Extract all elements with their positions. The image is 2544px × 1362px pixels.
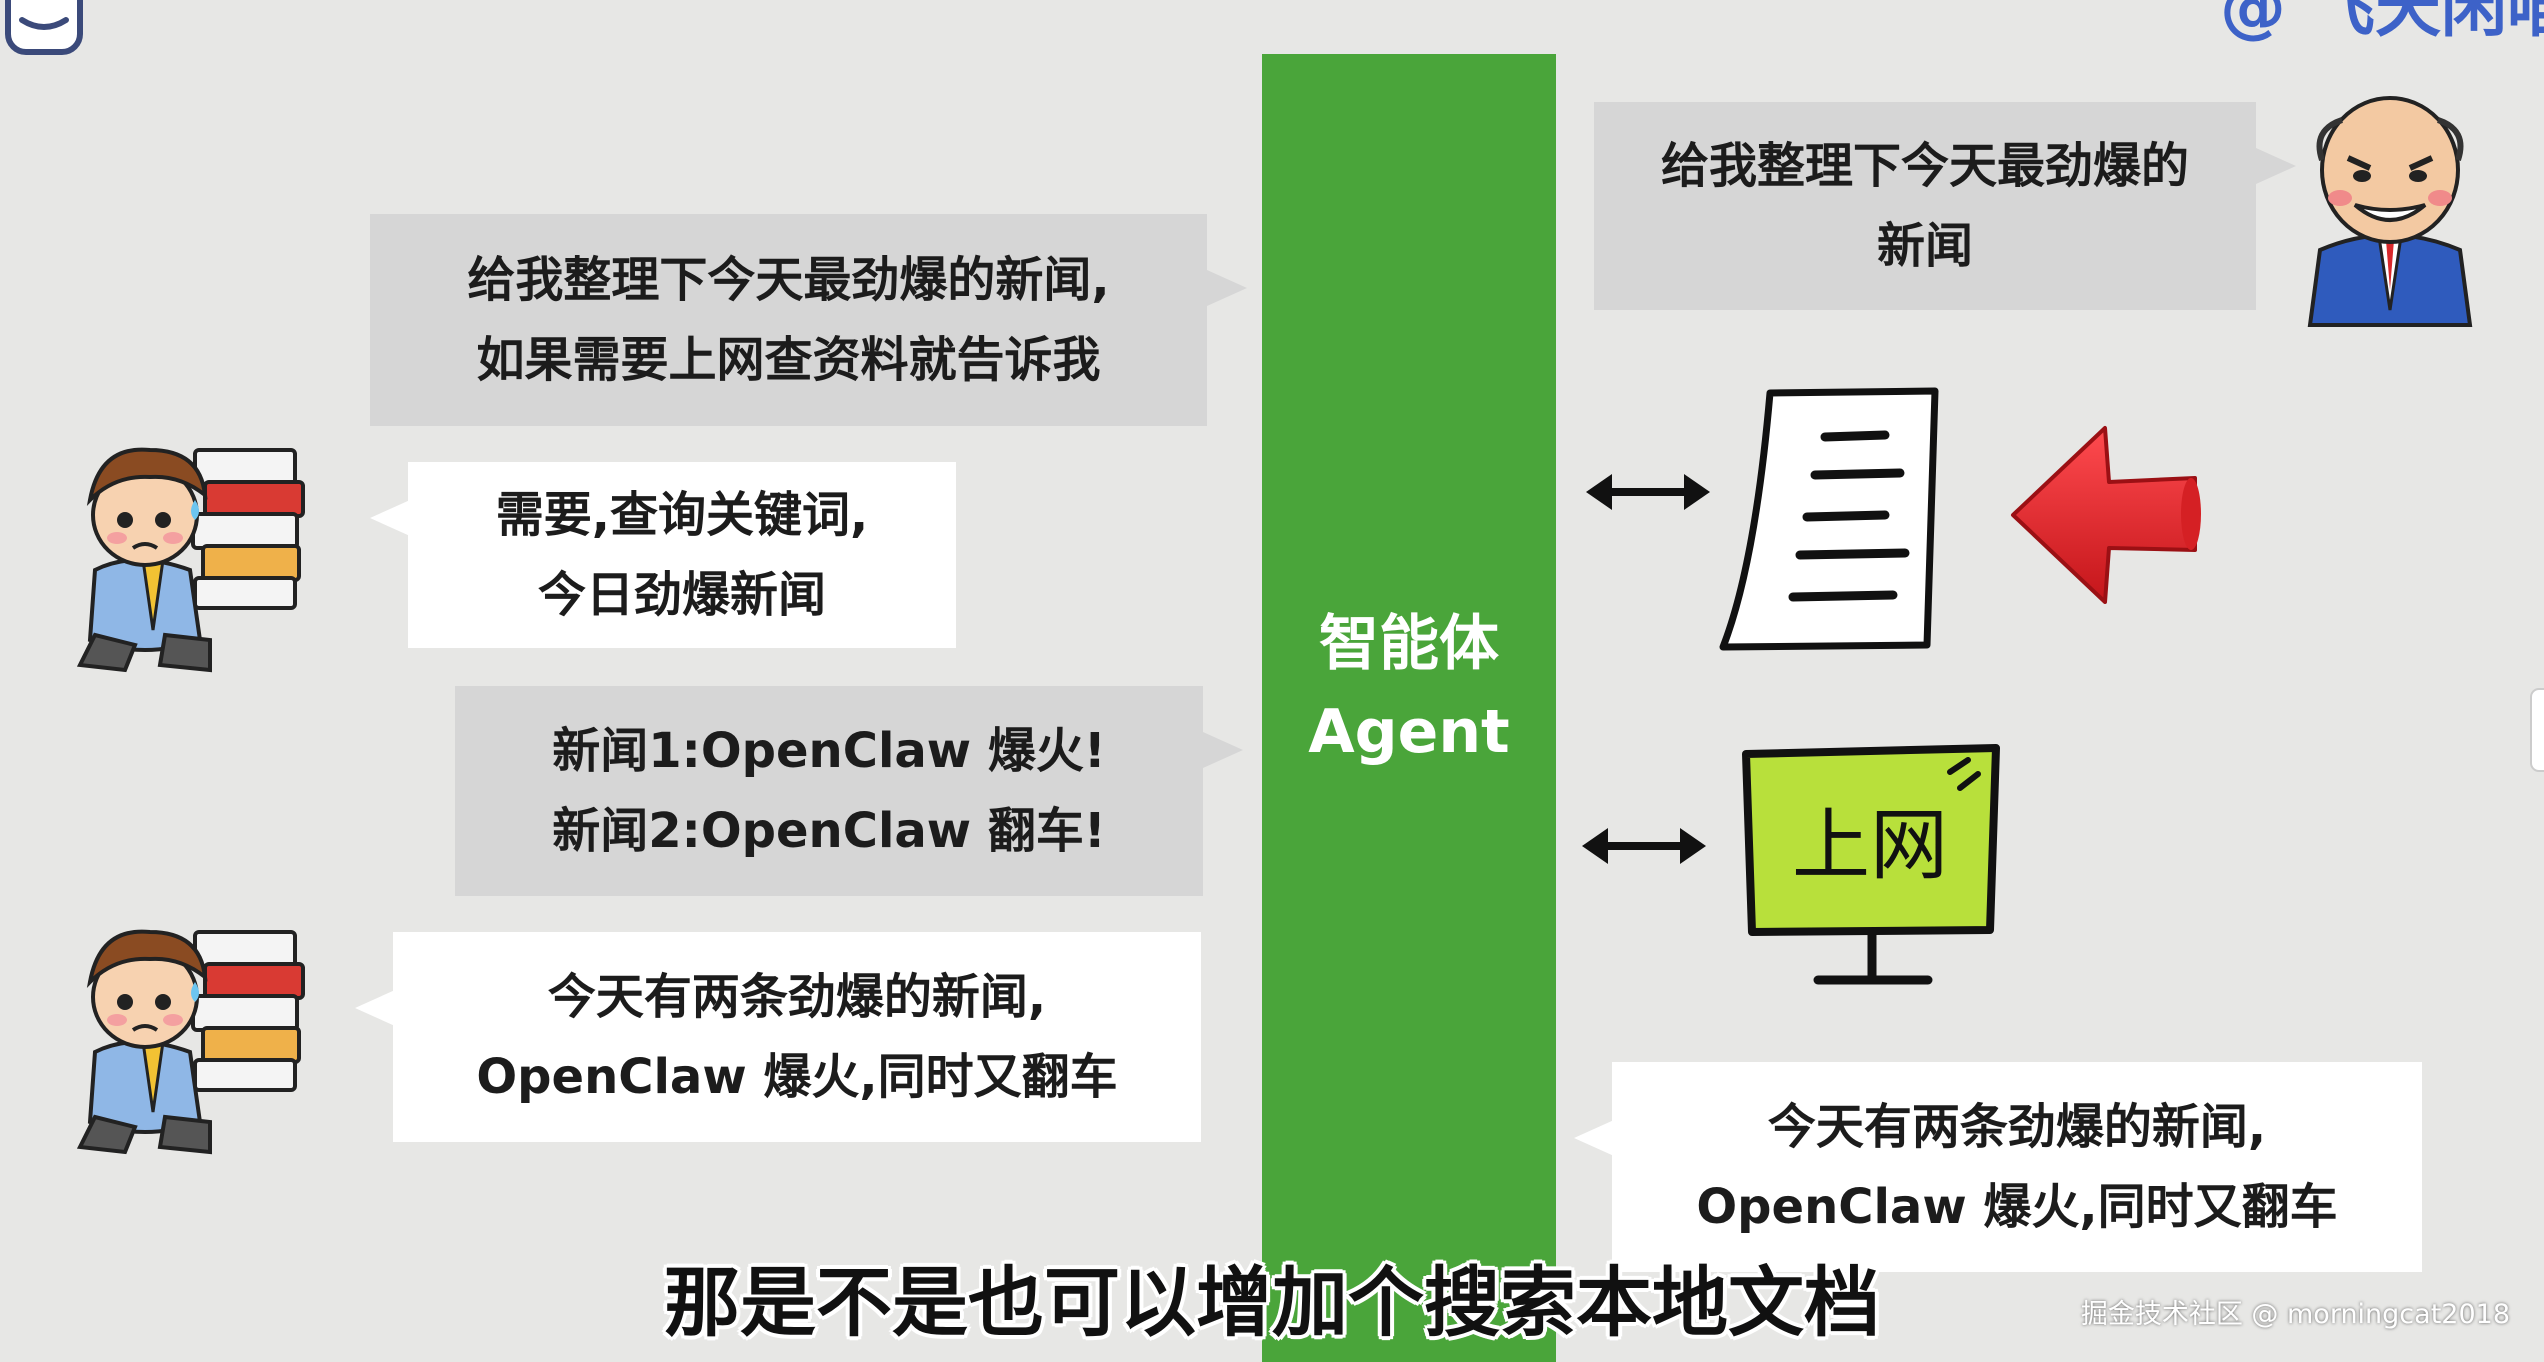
bubble-line: 如果需要上网查资料就告诉我 — [476, 332, 1101, 388]
double-arrow-icon — [1586, 474, 1710, 510]
bubble-tail — [1203, 732, 1243, 768]
bubble-line: 新闻2:OpenClaw 翻车! — [552, 803, 1106, 859]
bubble-line: 新闻 — [1876, 218, 1973, 274]
bubble-line: 今日劲爆新闻 — [537, 567, 826, 623]
bubble-line: 需要,查询关键词, — [495, 487, 869, 543]
agent-answer-bubble: 今天有两条劲爆的新闻, OpenClaw 爆火,同时又翻车 — [1612, 1062, 2422, 1272]
bubble-line: OpenClaw 爆火,同时又翻车 — [1696, 1179, 2338, 1235]
boss-request-bubble: 给我整理下今天最劲爆的 新闻 — [1594, 102, 2256, 310]
agent-bar — [1262, 54, 1556, 1362]
boss-icon — [2307, 96, 2473, 327]
red-arrow-icon — [2011, 426, 2201, 604]
monitor-label: 上网 — [1792, 801, 1948, 891]
bubble-tail — [355, 990, 395, 1026]
robot-icon — [5, 0, 83, 55]
agent-label: 智能体 Agent — [1262, 600, 1556, 776]
user-request-bubble: 给我整理下今天最劲爆的新闻, 如果需要上网查资料就告诉我 — [370, 214, 1207, 426]
bubble-tail — [1207, 270, 1247, 306]
llm-summary-bubble: 今天有两条劲爆的新闻, OpenClaw 爆火,同时又翻车 — [393, 932, 1201, 1142]
search-result-bubble: 新闻1:OpenClaw 爆火! 新闻2:OpenClaw 翻车! — [455, 686, 1203, 896]
bubble-line: 今天有两条劲爆的新闻, — [1767, 1099, 2267, 1155]
channel-name: @ 飞天闲喵 — [2220, 0, 2544, 46]
agent-label-cn: 智能体 — [1319, 609, 1499, 679]
llm-reply-bubble: 需要,查询关键词, 今日劲爆新闻 — [408, 462, 956, 648]
watermark: 掘金技术社区 @ morningcat2018 — [2080, 1299, 2510, 1330]
bubble-line: OpenClaw 爆火,同时又翻车 — [476, 1049, 1118, 1105]
bubble-tail — [1574, 1120, 1614, 1156]
worker-icon — [76, 447, 305, 673]
bubble-line: 新闻1:OpenClaw 爆火! — [552, 723, 1106, 779]
worker-icon — [76, 929, 305, 1155]
agent-label-en: Agent — [1308, 697, 1510, 767]
bubble-line: 给我整理下今天最劲爆的 — [1660, 138, 2189, 194]
bubble-tail — [2256, 148, 2296, 184]
monitor-icon: 上网 — [1742, 744, 2000, 985]
document-icon — [1719, 387, 1939, 651]
double-arrow-icon — [1582, 828, 1706, 864]
bubble-line: 今天有两条劲爆的新闻, — [547, 969, 1047, 1025]
video-subtitle: 那是不是也可以增加个搜索本地文档 — [664, 1258, 1880, 1347]
bubble-tail — [370, 500, 410, 536]
scroll-handle[interactable] — [2530, 688, 2544, 772]
bubble-line: 给我整理下今天最劲爆的新闻, — [467, 252, 1110, 308]
